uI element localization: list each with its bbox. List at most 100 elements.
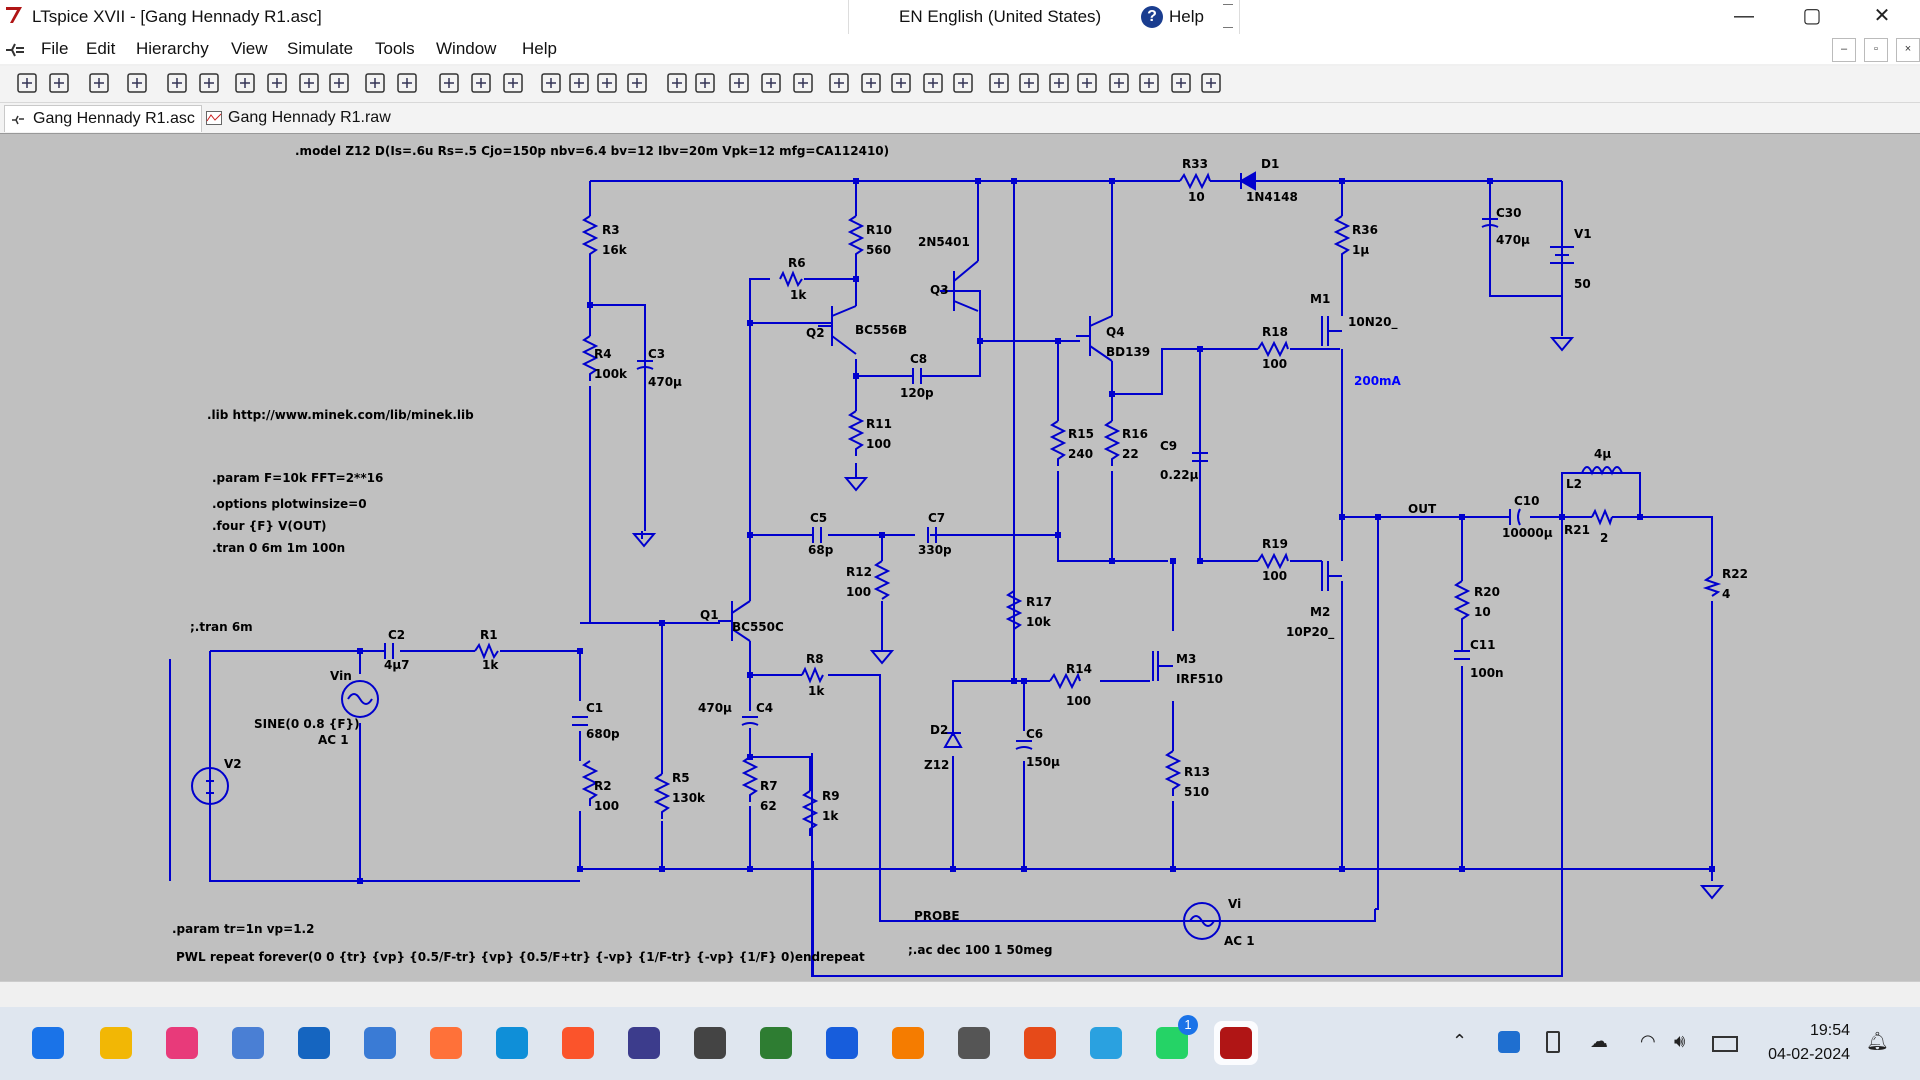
brave-icon-glyph [562,1027,594,1059]
chrome-icon[interactable] [754,1021,798,1065]
minimize-button[interactable]: — [1734,5,1754,27]
diode-icon[interactable] [920,70,946,96]
cut-icon[interactable] [538,70,564,96]
mdi-close-button[interactable]: × [1896,38,1920,62]
svg-text:470µ: 470µ [1496,233,1530,247]
security-shield-icon[interactable] [1498,1031,1520,1053]
telegram-icon[interactable] [1084,1021,1128,1065]
rotate-icon[interactable] [1106,70,1132,96]
copy-icon[interactable] [566,70,592,96]
menu-tools[interactable]: Tools [375,39,415,58]
sources [191,246,1574,940]
steam-icon[interactable] [952,1021,996,1065]
notepad-icon[interactable] [226,1021,270,1065]
run-icon[interactable] [14,70,40,96]
drag-icon[interactable] [1016,70,1042,96]
photos-icon[interactable] [358,1021,402,1065]
help-icon[interactable]: ? [1141,6,1163,28]
obs-icon[interactable] [622,1021,666,1065]
menu-help[interactable]: Help [522,39,557,58]
bitwarden-icon[interactable] [820,1021,864,1065]
text-icon[interactable] [1168,70,1194,96]
close-button[interactable]: ✕ [1873,5,1891,27]
show-hidden-icons-icon[interactable]: ⌃ [1452,1031,1468,1051]
volume-icon[interactable]: 🔊︎ [1674,1031,1686,1051]
mdi-minimize-button[interactable]: – [1832,38,1856,62]
wire-icon[interactable] [726,70,752,96]
schematic-canvas[interactable]: .model Z12 D(Is=.6u Rs=.5 Cjo=150p nbv=6… [0,133,1920,982]
menu-hierarchy[interactable]: Hierarchy [136,39,209,58]
print-setup-icon[interactable] [692,70,718,96]
winamp-icon[interactable] [1018,1021,1062,1065]
svg-text:C9: C9 [1160,439,1177,453]
cascade-icon[interactable] [500,70,526,96]
alien-icon[interactable] [688,1021,732,1065]
help-link[interactable]: Help [1169,7,1204,26]
obs-icon-glyph [628,1027,660,1059]
menu-view[interactable]: View [231,39,268,58]
itunes-icon[interactable] [160,1021,204,1065]
menu-simulate[interactable]: Simulate [287,39,354,58]
resistor-icon[interactable] [826,70,852,96]
battery-icon[interactable] [1712,1036,1738,1052]
zoom-extents-icon[interactable] [264,70,290,96]
pan-icon[interactable] [196,70,222,96]
tab-schematic[interactable]: Gang Hennady R1.asc [4,105,202,132]
schematic-drawing[interactable]: .model Z12 D(Is=.6u Rs=.5 Cjo=150p nbv=6… [0,134,1920,982]
mdi-restore-button[interactable]: ▫ [1864,38,1888,62]
onedrive-cloud-icon[interactable]: ☁ [1590,1031,1608,1051]
tile-vertical-icon[interactable] [468,70,494,96]
firefox-icon[interactable] [424,1021,468,1065]
brave-icon[interactable] [556,1021,600,1065]
inductor-icon[interactable] [888,70,914,96]
svg-text:R15: R15 [1068,427,1094,441]
redo-icon[interactable] [1074,70,1100,96]
undo-icon[interactable] [1046,70,1072,96]
halt-icon[interactable] [164,70,190,96]
zoom-cancel-icon[interactable] [326,70,352,96]
spice-directive-icon[interactable] [1198,70,1224,96]
language-bar-options-icon[interactable] [1223,4,1233,28]
language-indicator[interactable]: EN English (United States) [899,7,1102,26]
move-icon[interactable] [986,70,1012,96]
mirror-icon[interactable] [1136,70,1162,96]
svg-text:AC 1: AC 1 [1224,934,1255,948]
tab-waveform[interactable]: Gang Hennady R1.raw [204,105,404,131]
clock[interactable]: 19:54 04-02-2024 [1768,1019,1850,1067]
language-bar[interactable]: EN English (United States) ? Help [848,0,1240,34]
menu-file[interactable]: File [41,39,69,58]
tile-horizontal-icon[interactable] [436,70,462,96]
whatsapp-icon[interactable]: 1 [1150,1015,1198,1065]
grounds [631,337,1725,900]
grid-icon[interactable] [394,70,420,96]
mail-icon[interactable] [292,1021,336,1065]
save-icon[interactable] [86,70,112,96]
wifi-icon[interactable]: ◠ [1640,1031,1656,1051]
notepad-icon-glyph [232,1027,264,1059]
find-icon[interactable] [624,70,650,96]
resistor-r9 [801,790,819,836]
open-icon[interactable] [46,70,72,96]
zoom-out-icon[interactable] [296,70,322,96]
paste-icon[interactable] [594,70,620,96]
schematic-doc-icon[interactable] [4,38,26,60]
menu-edit[interactable]: Edit [86,39,116,58]
component-icon[interactable] [950,70,976,96]
zoom-in-icon[interactable] [232,70,258,96]
label-icon[interactable] [790,70,816,96]
autorange-icon[interactable] [362,70,388,96]
windows-start-icon[interactable] [26,1021,70,1065]
ground-icon[interactable] [758,70,784,96]
print-icon[interactable] [664,70,690,96]
file-explorer-icon[interactable] [94,1021,138,1065]
maximize-button[interactable]: ▢ [1802,5,1822,27]
menu-window[interactable]: Window [436,39,497,58]
ltspice-icon[interactable] [1214,1021,1258,1065]
svg-text:R14: R14 [1066,662,1092,676]
usb-drive-icon[interactable] [1546,1031,1560,1053]
avast-icon[interactable] [886,1021,930,1065]
notification-bell-icon[interactable]: 🔔︎ [1866,1031,1889,1051]
edge-icon[interactable] [490,1021,534,1065]
capacitor-icon[interactable] [858,70,884,96]
control-panel-icon[interactable] [124,70,150,96]
